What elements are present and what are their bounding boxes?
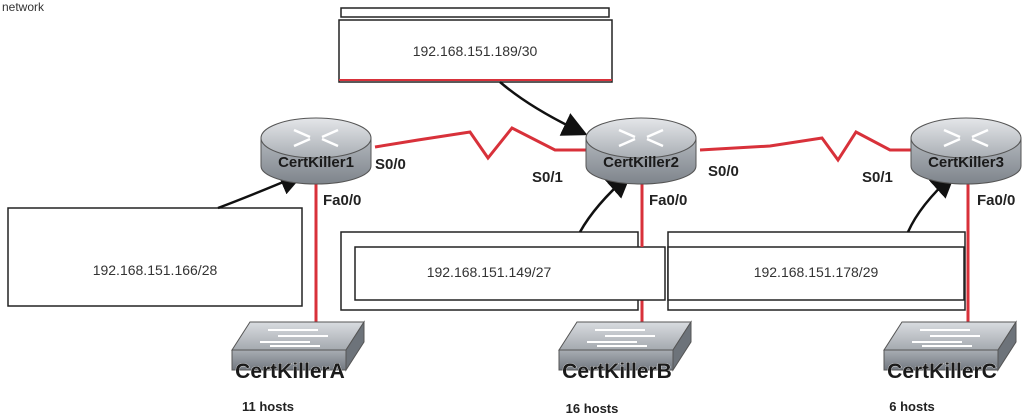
- r2-s00-label: S0/0: [708, 163, 739, 180]
- router-name: CertKiller1: [278, 154, 354, 171]
- r2-s01-label: S0/1: [532, 169, 563, 186]
- r3-fa00-label: Fa0/0: [977, 192, 1015, 209]
- hosts-count-b: 16 hosts: [566, 401, 619, 416]
- lan-c-address: 192.168.151.178/29: [754, 264, 879, 280]
- lan-b-address: 192.168.151.149/27: [427, 264, 552, 280]
- switch-certkillerc[interactable]: CertKillerC: [883, 320, 1017, 383]
- router-certkiller1[interactable]: CertKiller1: [260, 117, 372, 185]
- router-name: CertKiller3: [928, 154, 1004, 171]
- r3-s01-label: S0/1: [862, 169, 893, 186]
- arrow-serial-address: [499, 81, 588, 136]
- switch-arrows-icon: [587, 329, 655, 347]
- header-fragment: network: [2, 0, 45, 14]
- serial-link-r2-r3: [699, 130, 915, 163]
- address-box-lan-c: 192.168.151.178/29: [667, 231, 966, 311]
- switch-name: CertKillerB: [562, 360, 672, 383]
- address-box-serial: 192.168.151.189/30: [338, 7, 613, 83]
- router-arrows-icon: [618, 128, 664, 148]
- address-box-lan-b: 192.168.151.149/27: [340, 231, 666, 311]
- serial-link-address: 192.168.151.189/30: [413, 43, 538, 59]
- switch-certkillera[interactable]: CertKillerA: [231, 320, 365, 383]
- switch-arrows-icon: [260, 329, 328, 347]
- switch-name: CertKillerA: [235, 360, 345, 383]
- r1-s00-label: S0/0: [375, 156, 406, 173]
- switch-name: CertKillerC: [887, 360, 997, 383]
- router-arrows-icon: [293, 128, 339, 148]
- switch-certkillerb[interactable]: CertKillerB: [558, 320, 692, 383]
- lan-a-address: 192.168.151.166/28: [93, 262, 218, 278]
- address-box-lan-a: 192.168.151.166/28: [7, 207, 303, 307]
- switch-arrows-icon: [912, 329, 980, 347]
- arrow-lan-b-address: [578, 172, 632, 233]
- router-arrows-icon: [943, 128, 989, 148]
- router-certkiller2[interactable]: CertKiller2: [585, 117, 697, 185]
- router-name: CertKiller2: [603, 154, 679, 171]
- hosts-count-c: 6 hosts: [889, 399, 935, 414]
- router-certkiller3[interactable]: CertKiller3: [910, 117, 1022, 185]
- serial-link-r1-r2: [374, 126, 595, 161]
- arrow-lan-c-address: [906, 172, 956, 233]
- r2-fa00-label: Fa0/0: [649, 192, 687, 209]
- r1-fa00-label: Fa0/0: [323, 192, 361, 209]
- hosts-count-a: 11 hosts: [242, 399, 294, 414]
